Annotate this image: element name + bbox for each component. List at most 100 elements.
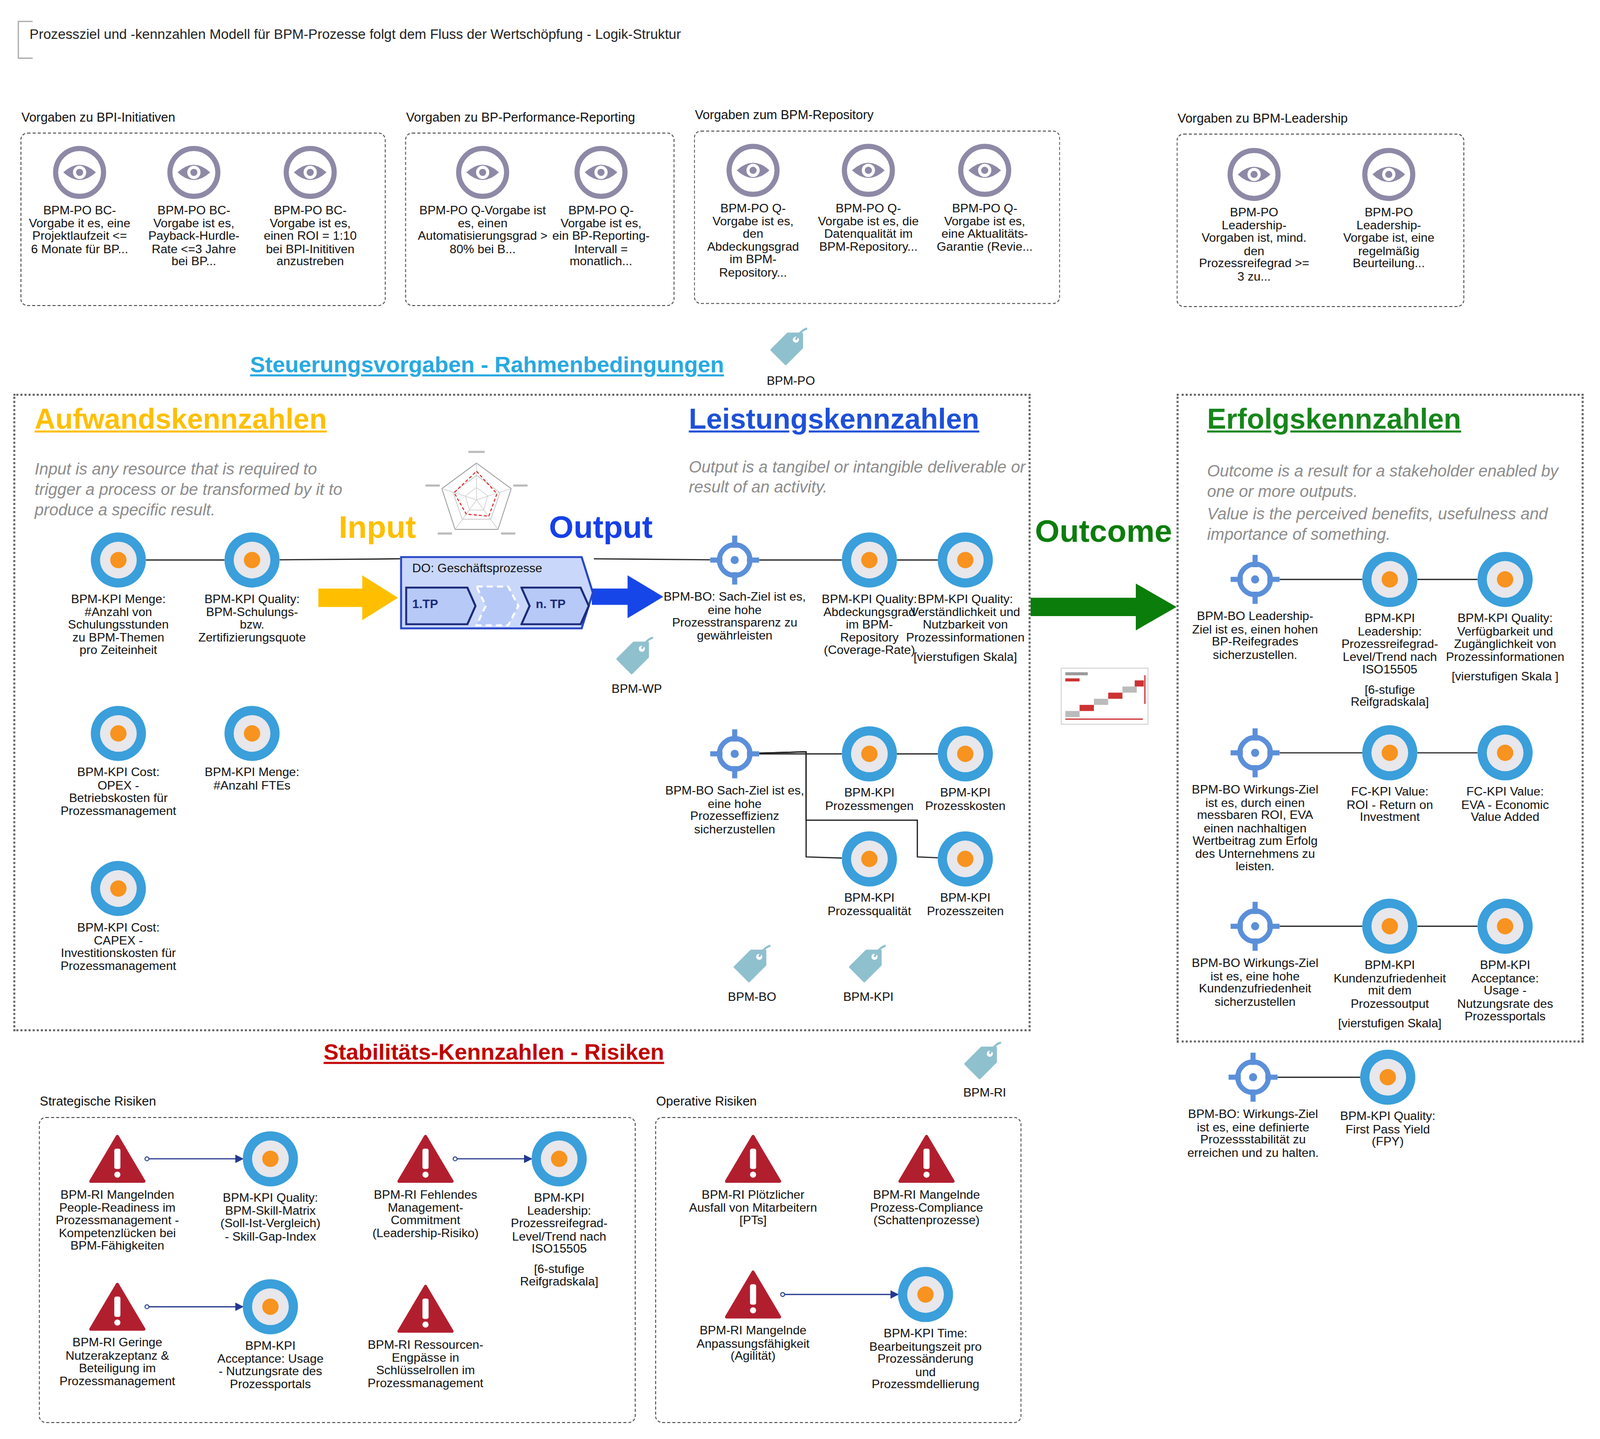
- icon-ring: [286, 148, 335, 197]
- node-text: BPM-KPI Acceptance: Usage - Nutzungsrate…: [214, 1339, 327, 1391]
- icon-inner: [233, 715, 271, 753]
- icon-iris: [1247, 168, 1261, 182]
- warning-triangle: [398, 1136, 452, 1182]
- blank-chevron: [476, 586, 519, 626]
- node-text: BPM-RI Mangelnden People-Readiness im Pr…: [49, 1188, 185, 1253]
- risk-node: BPM-RI Mangelnde Anpassungsfähigkeit (Ag…: [686, 1269, 820, 1363]
- icon-ring: [1240, 737, 1271, 769]
- shape-part: [1122, 686, 1137, 693]
- node-text: BPM-KPI Cost: CAPEX - Investitionskosten…: [60, 921, 177, 973]
- group-box: Operative RisikenBPM-RI Plötzlicher Ausf…: [655, 1117, 1022, 1424]
- staircase-picture: [1061, 668, 1148, 725]
- node-text: BPM-KPI Quality: BPM-Schulungs-bzw. Zert…: [198, 592, 307, 644]
- node-text: BPM-KPI Quality: BPM-Skill-Matrix (Soll-…: [219, 1191, 322, 1243]
- kpi-icon: [89, 860, 148, 918]
- icon-cross: [1230, 554, 1280, 604]
- process-outline: [400, 556, 593, 629]
- node-text: BPM-PO BC-Vorgabe ist es, Payback-Hurdle…: [143, 203, 246, 268]
- kpi-node: FC-KPI Value: ROI - Return on Investment: [1340, 724, 1439, 825]
- icon-eye: [466, 165, 499, 181]
- risk-node: BPM-RI Geringe Nutzerakzeptanz & Beteili…: [49, 1281, 185, 1388]
- icon-ring: [55, 148, 104, 197]
- node-text: Operative Risiken: [656, 1095, 757, 1109]
- kpi-node: BPM-KPI Acceptance: Usage - Nutzungsrate…: [214, 1278, 327, 1391]
- diagram-label: BPM-RI: [963, 1085, 1007, 1101]
- icon-ring: [242, 1131, 299, 1188]
- icon-inner: [252, 1288, 290, 1326]
- node-text: BPM-PO Leadership-Vorgabe ist, eine rege…: [1337, 205, 1440, 270]
- kpi-icon: [1361, 550, 1419, 609]
- icon-eye: [177, 165, 210, 181]
- warning-triangle: [726, 1136, 780, 1182]
- icon-ring: [897, 1267, 954, 1323]
- icon-inner: [100, 541, 138, 579]
- kpi-node: BPM-KPI Acceptance: Usage - Nutzungsrate…: [1455, 897, 1554, 1024]
- icon-ring: [1477, 898, 1533, 955]
- edge-label: Outcome: [1035, 513, 1173, 550]
- kpi-icon: [1476, 724, 1534, 782]
- icon-inner: [252, 1140, 290, 1178]
- risk-arrow: [147, 1158, 243, 1160]
- icon-ring: [170, 148, 218, 197]
- tag-icon: [850, 945, 887, 982]
- subprocess-chevron: 1.TP: [404, 586, 477, 626]
- icon-eye: [968, 162, 1001, 178]
- kpi-icon: [1476, 897, 1534, 956]
- kpi-icon: [1361, 897, 1419, 956]
- node-text: BPM-RI Plötzlicher Ausfall von Mitarbeit…: [686, 1188, 820, 1228]
- node-text: BPM-PO Q-Vorgabe ist es, einen Automatis…: [417, 203, 548, 255]
- icon-iris: [187, 166, 201, 180]
- kpi-node: BPM-KPI Prozessmengen: [820, 725, 918, 813]
- risk-arrow: [147, 1306, 243, 1308]
- icon-cross: [710, 535, 759, 585]
- diagram-label: BPM-WP: [611, 681, 663, 697]
- icon-dot: [1496, 571, 1514, 588]
- kpi-icon: [936, 531, 995, 589]
- shape-part: [425, 452, 528, 534]
- icon-inner: [851, 541, 889, 579]
- icon-iris: [303, 166, 318, 180]
- connector-line: [146, 559, 225, 561]
- icon-pupil: [981, 167, 989, 175]
- icon-ring: [90, 532, 147, 588]
- icon-ring: [1237, 1062, 1268, 1093]
- kpi-node: BPM-KPI Time: Bearbeitungszeit pro Proze…: [868, 1266, 983, 1392]
- node-text: BPM-KPI Time: Bearbeitungszeit pro Proze…: [868, 1327, 983, 1392]
- icon-cross: [710, 729, 759, 779]
- kpi-node: BPM-KPI Leadership: Prozessreifegrad-Lev…: [1336, 550, 1443, 709]
- node-text: BPM-KPI Quality: Verständlichkeit und Nu…: [902, 592, 1028, 644]
- risk-icon: [87, 1133, 148, 1185]
- connector-line: [896, 753, 938, 755]
- icon-eye: [293, 165, 327, 181]
- bo-icon: [1226, 1051, 1280, 1104]
- warning-bar: [422, 1148, 429, 1170]
- node-text: Vorgaben zum BPM-Repository: [695, 109, 874, 123]
- icon-dot: [957, 851, 974, 868]
- connector-line: [1277, 1076, 1361, 1078]
- diagram-label: Output: [548, 509, 653, 546]
- warning-dot: [749, 1307, 756, 1314]
- kpi-icon: [223, 531, 281, 589]
- guideline-node: BPM-PO Leadership-Vorgabe ist, eine rege…: [1337, 147, 1440, 271]
- risk-node: BPM-RI Mangelnde Prozess-Compliance (Sch…: [860, 1133, 993, 1228]
- warning-triangle: [899, 1136, 953, 1182]
- node-note: [vierstufigen Skala]: [1338, 1017, 1442, 1031]
- icon-inner: [946, 735, 984, 773]
- kpi-node: BPM-KPI Prozessqualität: [820, 830, 918, 918]
- kpi-node: BPM-KPI Quality: Verständlichkeit und Nu…: [902, 531, 1028, 664]
- kpi-node: BPM-KPI Quality: BPM-Skill-Matrix (Soll-…: [219, 1130, 322, 1244]
- kpi-icon: [840, 830, 898, 889]
- icon-inner: [233, 541, 271, 579]
- icon-dot: [110, 551, 127, 569]
- node-note: Aufwandskennzahlen: [34, 402, 328, 436]
- icon-inner: [540, 1140, 578, 1178]
- shape-part: [1065, 678, 1080, 682]
- connector-line: [279, 558, 400, 560]
- icon-dot: [550, 1151, 568, 1168]
- risk-node: BPM-RI Fehlendes Management-Commitment (…: [358, 1133, 492, 1241]
- connector-line: [593, 558, 711, 560]
- icon-dot: [957, 745, 974, 763]
- objective-node: BPM-BO Wirkungs-Ziel ist es, durch einen…: [1185, 726, 1325, 874]
